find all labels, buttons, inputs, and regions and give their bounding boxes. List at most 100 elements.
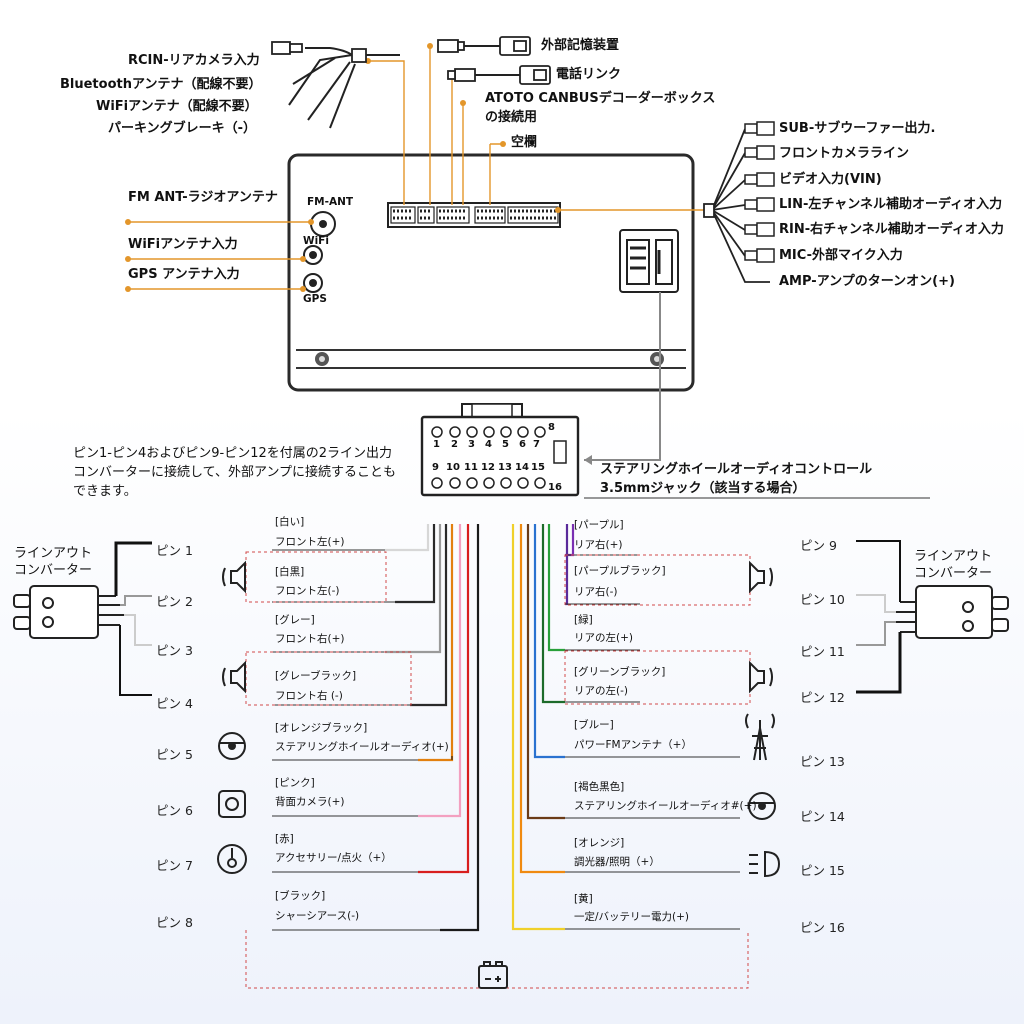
pin-label-1: ピン 1 (156, 543, 193, 558)
wire-color: [ブルー] (574, 719, 614, 731)
wire-color: [オレンジ] (574, 837, 625, 849)
main-connector-block (387, 202, 561, 228)
wire-function: パワーFMアンテナ（+） (574, 739, 692, 751)
pin-label-7: ピン 7 (156, 858, 193, 873)
pin-number: 8 (548, 422, 555, 433)
wire-color: [白黒] (275, 566, 305, 578)
label-mic: MIC-外部マイク入力 (779, 248, 903, 263)
jack-label-fm: FM-ANT (307, 196, 354, 208)
wire-function: シャーシアース(-) (275, 910, 360, 922)
head-unit (287, 153, 695, 392)
pin-number: 1 (433, 439, 440, 450)
converter-label-right: ラインアウトコンバーター (914, 549, 993, 581)
jack-label-wifi: WiFi (303, 235, 329, 247)
label-canbus: ATOTO CANBUSデコーダーボックスの接続用 (485, 91, 716, 125)
head-unit-rail (296, 349, 686, 369)
pin-label-6: ピン 6 (156, 803, 193, 818)
pin-number: 15 (531, 462, 545, 473)
line-out-converter-right (856, 540, 1009, 694)
rca-plugs (744, 121, 775, 263)
label-steering-jack: ステアリングホイールオーディオコントロール3.5mmジャック（該当する場合） (600, 462, 873, 496)
pin-label-3: ピン 3 (156, 643, 193, 658)
wire-function: リアの左(-) (574, 685, 628, 697)
label-video-in: ビデオ入力(VIN) (779, 172, 882, 187)
pin-number: 7 (533, 439, 540, 450)
wire-color: [褐色黒色] (574, 781, 625, 793)
wire-function: リアの左(+) (574, 632, 633, 644)
wire-function: 一定/バッテリー電力(+) (574, 911, 690, 923)
label-rin: RIN-右チャンネル補助オーディオ入力 (779, 222, 1004, 237)
pin-number: 2 (451, 439, 458, 450)
pin-number: 6 (519, 439, 526, 450)
wire-color: [グレーブラック] (275, 670, 357, 682)
wire-function: 背面カメラ(+) (275, 796, 345, 808)
pin-label-15: ピン 15 (800, 863, 845, 878)
label-blank: 空欄 (511, 135, 538, 150)
label-fm-antenna: FM ANT-ラジオアンテナ (128, 190, 278, 205)
wire-color: [ピンク] (275, 777, 315, 789)
sixteen-pin-connector (420, 403, 580, 497)
pin-number: 14 (515, 462, 529, 473)
wire-function: リア右(+) (574, 539, 623, 551)
label-amp: AMP-アンプのターンオン(+) (779, 274, 955, 289)
steering-connector (619, 229, 679, 293)
wire-color: [黄] (574, 893, 593, 905)
wire-function: リア右(-) (574, 586, 618, 598)
label-phone-link: 電話リンク (556, 67, 622, 82)
wire-function: 調光器/照明（+） (574, 856, 660, 868)
label-gps-antenna: GPS アンテナ入力 (128, 267, 240, 282)
pin-label-10: ピン 10 (800, 592, 845, 607)
wire-color: [オレンジブラック] (275, 722, 368, 734)
pin-number: 12 (481, 462, 495, 473)
pin-number: 13 (498, 462, 512, 473)
converter-label-left: ラインアウトコンバーター (14, 546, 93, 578)
label-wifi-antenna-input: WiFiアンテナ入力 (128, 237, 238, 252)
pin-label-13: ピン 13 (800, 754, 845, 769)
wire-color: [パープル] (574, 519, 624, 531)
pin-label-14: ピン 14 (800, 809, 845, 824)
label-sub: SUB-サブウーファー出力. (779, 121, 936, 136)
wire-color: [白い] (275, 516, 305, 528)
wire-color: [赤] (275, 833, 294, 845)
wire-color: [グレー] (275, 614, 315, 626)
wire-color: [緑] (574, 614, 593, 626)
wire-color: [グリーンブラック] (574, 666, 666, 678)
jack-label-gps: GPS (303, 293, 327, 305)
label-parking: パーキングブレーキ（-） (108, 121, 257, 136)
wire-function: フロント右(+) (275, 633, 345, 645)
pin-label-8: ピン 8 (156, 915, 193, 930)
pin-number: 5 (502, 439, 509, 450)
pin-label-9: ピン 9 (800, 538, 837, 553)
label-lin: LIN-左チャンネル補助オーディオ入力 (779, 197, 1003, 212)
pin-label-11: ピン 11 (800, 644, 845, 659)
pin-label-4: ピン 4 (156, 696, 193, 711)
note-line-out: ピン1-ピン4およびピン9-ピン12を付属の2ライン出力コンバーターに接続して、… (73, 446, 397, 499)
line-out-converter-left (13, 541, 152, 696)
wire-color: [ブラック] (275, 890, 326, 902)
pin-label-12: ピン 12 (800, 690, 845, 705)
wire-color: [パープルブラック] (574, 565, 666, 577)
label-front-camera: フロントカメラライン (779, 146, 910, 161)
pin-number: 10 (446, 462, 460, 473)
wire-function: フロント右 (-) (275, 690, 343, 702)
wire-function: フロント左(+) (275, 536, 345, 548)
pin-number: 4 (485, 439, 492, 450)
wire-function: ステアリングホイールオーディオ#(+) (574, 800, 757, 812)
label-bluetooth: Bluetoothアンテナ（配線不要） (60, 77, 262, 92)
pin-number: 3 (468, 439, 475, 450)
pin-label-5: ピン 5 (156, 747, 193, 762)
label-rcin: RCIN-リアカメラ入力 (128, 53, 260, 68)
wire-function: ステアリングホイールオーディオ(+) (275, 741, 449, 753)
pin-label-16: ピン 16 (800, 920, 845, 935)
pin-number: 16 (548, 482, 562, 493)
wire-function: フロント左(-) (275, 585, 340, 597)
wire-function: アクセサリー/点火（+） (275, 852, 392, 864)
speaker-icons (222, 560, 773, 694)
pin-label-2: ピン 2 (156, 594, 193, 609)
pin-number: 11 (464, 462, 478, 473)
pin-number: 9 (432, 462, 439, 473)
label-external-storage: 外部記憶装置 (541, 38, 620, 53)
label-wifi-antenna: WiFiアンテナ（配線不要） (96, 99, 258, 114)
